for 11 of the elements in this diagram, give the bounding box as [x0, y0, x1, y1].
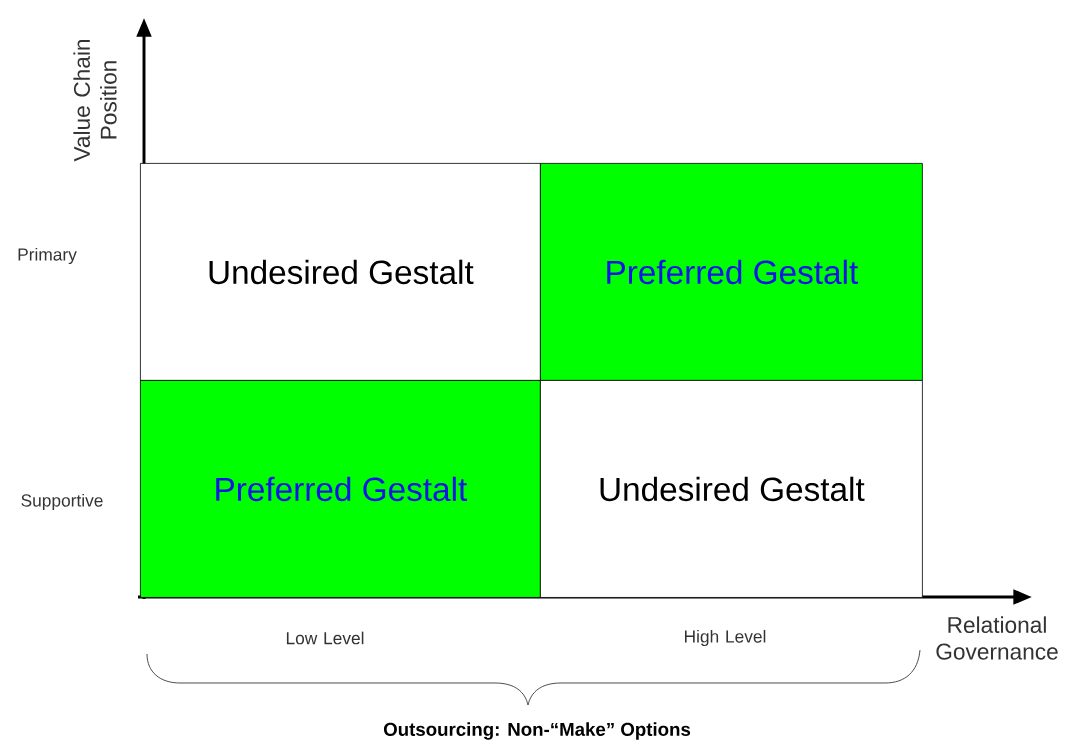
quadrant-box: Undesired Gestalt: [140, 163, 541, 381]
axis-label: Low Level: [286, 631, 364, 645]
quadrant-box: Preferred Gestalt: [540, 163, 923, 381]
axis-label: Relational Governance: [936, 616, 1058, 660]
quadrant-box: Undesired Gestalt: [540, 380, 923, 598]
quadrant-box: Preferred Gestalt: [140, 380, 541, 598]
caption: Outsourcing: Non-“Make” Options: [383, 722, 691, 740]
axis-label: Supportive: [21, 493, 103, 511]
axis-label: Primary: [18, 247, 77, 265]
axis-label: High Level: [685, 629, 766, 647]
axis-label: Value Chain Position: [73, 39, 117, 162]
